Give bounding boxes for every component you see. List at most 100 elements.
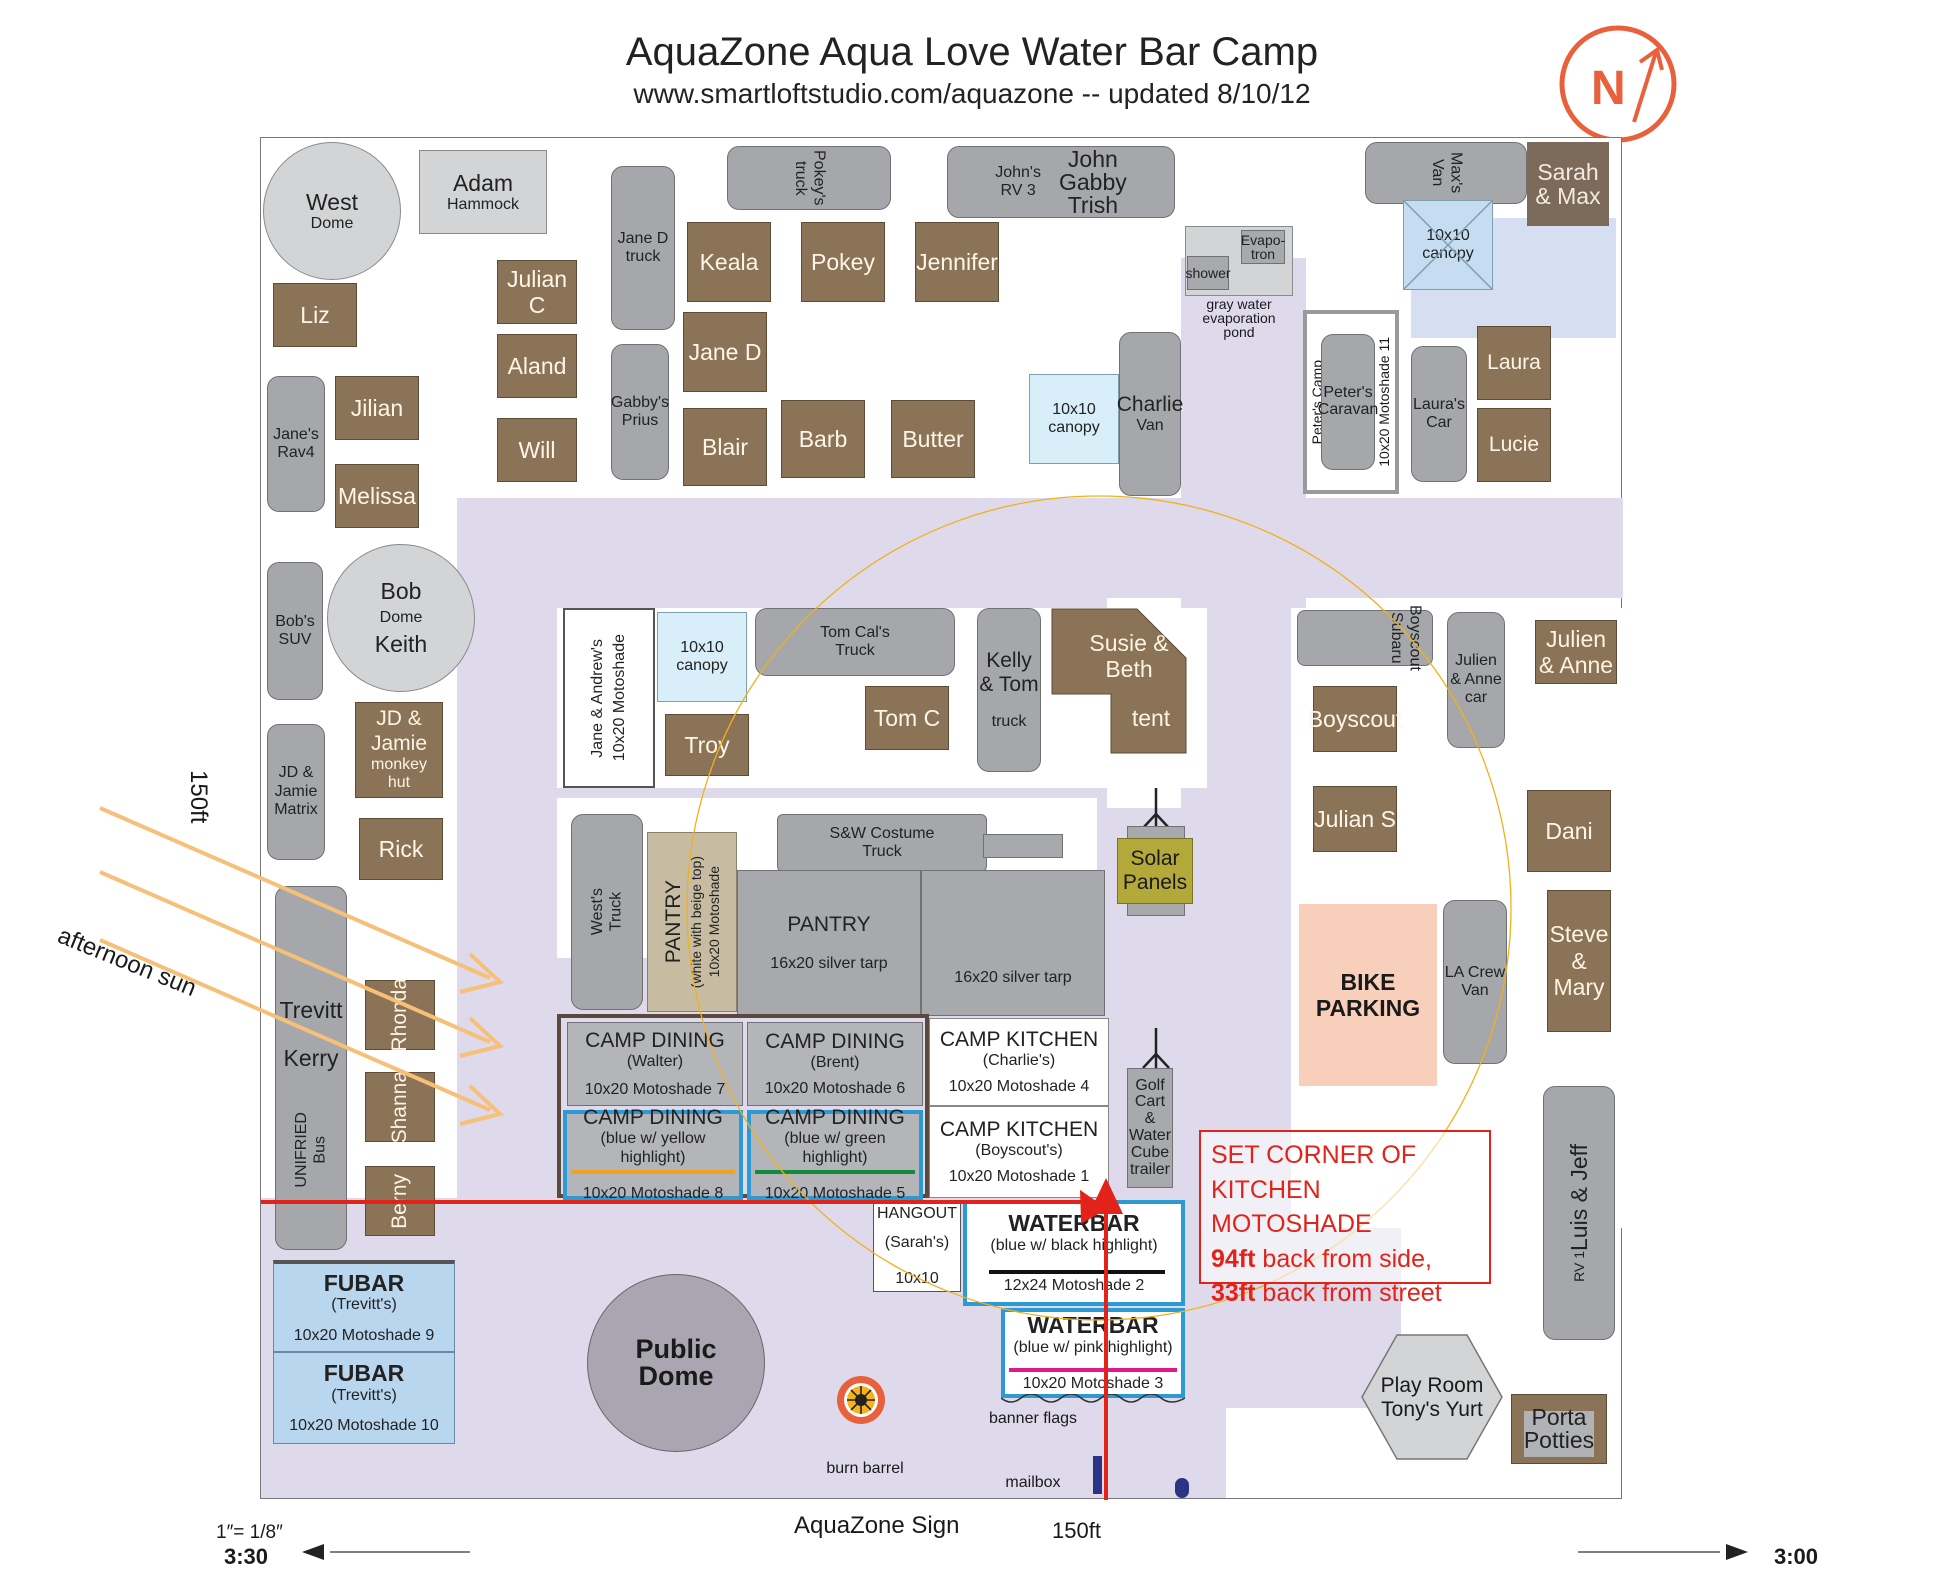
mailbox-icon	[1175, 1478, 1189, 1498]
north-compass-icon: N	[1556, 22, 1686, 152]
side-dimension-label: 150ft	[185, 770, 212, 824]
antenna-icon	[1141, 788, 1171, 828]
black-highlight	[989, 1270, 1165, 1274]
sw-costume-truck: S&W Costume Truck	[777, 814, 987, 872]
ne-canopy-x-icon	[1403, 200, 1493, 290]
la-crew-van: LA Crew Van	[1443, 900, 1507, 1064]
lauras-car: Laura's Car	[1411, 346, 1467, 482]
afternoon-sun-label: afternoon sun	[53, 922, 201, 1003]
camp-tom-c: Tom C	[865, 686, 949, 750]
jd-jamie-matrix: JD & Jamie Matrix	[267, 724, 325, 860]
callout-line4: 33ft back from street	[1211, 1279, 1442, 1307]
canopy-10x10-north: 10x10 canopy	[1029, 374, 1119, 464]
green-highlight	[755, 1170, 915, 1174]
banner-flags-icon	[1001, 1394, 1185, 1406]
callout-line3: 94ft back from side,	[1211, 1244, 1432, 1273]
camp-julian-s: Julian S	[1313, 786, 1397, 852]
camp-julian-c: Julian C	[497, 260, 577, 324]
canopy-10x10-center: 10x10 canopy	[657, 612, 747, 702]
time-left-label: 3:30	[224, 1544, 269, 1569]
camp-berny: Berny	[365, 1166, 435, 1236]
camp-liz: Liz	[273, 283, 357, 347]
bobs-suv: Bob's SUV	[267, 562, 323, 700]
tonys-yurt-shape	[1361, 1334, 1503, 1460]
camp-julien-anne: Julien & Anne	[1535, 620, 1617, 684]
camp-rhonda: Rhonda	[365, 978, 435, 1052]
camp-dining-brent: CAMP DINING(Brent)10x20 Motoshade 6	[747, 1022, 923, 1106]
camp-susie-beth: Susie & Beth	[1089, 629, 1169, 682]
evapotron: Evapo- tron	[1240, 230, 1286, 264]
camp-will: Will	[497, 418, 577, 482]
camp-butter: Butter	[891, 400, 975, 478]
janes-rav4: Jane's Rav4	[267, 376, 325, 512]
map-subtitle: www.smartloftstudio.com/aquazone -- upda…	[633, 78, 1311, 109]
camp-dining-green: CAMP DINING(blue w/ green highlight) 10x…	[747, 1106, 923, 1202]
wests-truck: West's Truck	[571, 814, 643, 1010]
bottom-dimension-label: 150ft	[1052, 1518, 1101, 1543]
gray-water-label: gray water evaporation pond	[1202, 296, 1276, 340]
callout-line1: SET CORNER OF	[1211, 1141, 1417, 1169]
bike-parking-area: BIKE PARKING	[1299, 904, 1437, 1086]
johns-rv: John's RV 3 John Gabby Trish	[947, 146, 1175, 218]
camp-jennifer: Jennifer	[915, 222, 999, 302]
camp-kitchen-boyscout: CAMP KITCHEN(Boyscout's)10x20 Motoshade …	[929, 1106, 1109, 1198]
fubar-motoshade-10: FUBAR(Trevitt's)10x20 Motoshade 10	[273, 1352, 455, 1444]
maxs-van: Max's Van	[1365, 142, 1527, 204]
yellow-highlight	[571, 1170, 735, 1174]
camp-aland: Aland	[497, 334, 577, 398]
camp-dani: Dani	[1527, 790, 1611, 872]
jane-d-truck: Jane D truck	[611, 166, 675, 330]
gabbys-prius: Gabby's Prius	[611, 344, 669, 480]
fubar-motoshade-9: FUBAR(Trevitt's)10x20 Motoshade 9	[273, 1260, 455, 1352]
mailbox-label: mailbox	[1005, 1473, 1061, 1491]
banner-flags-label: banner flags	[988, 1409, 1078, 1427]
play-room-tonys-yurt: Play Room Tony's Yurt	[1380, 1373, 1484, 1421]
camp-troy: Troy	[665, 714, 749, 776]
pantry-motoshade: PANTRY(white with beige top)10x20 Motosh…	[647, 832, 737, 1012]
golf-cart-antenna-icon	[1141, 1028, 1171, 1068]
porta-potties-inner	[1524, 1411, 1594, 1457]
camp-kitchen-charlie: CAMP KITCHEN(Charlie's)10x20 Motoshade 4	[929, 1018, 1109, 1106]
map-title: AquaZone Aqua Love Water Bar Camp	[625, 30, 1319, 74]
public-dome: Public Dome	[587, 1274, 765, 1452]
camp-jane-d: Jane D	[683, 312, 767, 392]
tom-cals-truck: Tom Cal's Truck	[755, 608, 955, 676]
tent-label: tent	[1131, 704, 1171, 731]
waterbar-pink: WATERBAR(blue w/ pink highlight) 10x20 M…	[1001, 1308, 1185, 1398]
hangout-sarahs: HANGOUT(Sarah's)10x10	[873, 1202, 961, 1292]
camp-melissa: Melissa	[335, 464, 419, 528]
scale-label: 1″= 1/8″	[216, 1522, 283, 1543]
burn-barrel-icon	[835, 1374, 887, 1426]
golf-cart-trailer: Golf Cart & Water Cube trailer	[1127, 1068, 1173, 1188]
sw-truck-hitch	[983, 834, 1063, 858]
pokeys-truck: Pokey's truck	[727, 146, 891, 210]
shower: shower	[1185, 256, 1231, 290]
peters-caravan: Peter's Caravan	[1318, 334, 1378, 470]
time-right-label: 3:00	[1774, 1544, 1819, 1569]
camp-shanna: Shanna	[365, 1071, 435, 1143]
solar-panels: Solar Panels	[1117, 838, 1193, 904]
camp-blair: Blair	[683, 408, 767, 486]
compass-letter: N	[1591, 62, 1626, 115]
motoshade-11-label: 10x20 Motoshade 11	[1375, 337, 1392, 467]
camp-pokey: Pokey	[801, 222, 885, 302]
burn-barrel-label: burn barrel	[826, 1459, 904, 1477]
callout-line2: KITCHEN MOTOSHADE	[1211, 1175, 1372, 1239]
porta-potties: Porta Potties	[1511, 1394, 1607, 1464]
boyscout-subaru: Boyscout Subaru	[1297, 605, 1433, 671]
kitchen-corner-callout: SET CORNER OF KITCHEN MOTOSHADE 94ft bac…	[1199, 1130, 1491, 1307]
camp-steve-mary: Steve & Mary	[1547, 890, 1611, 1032]
silver-tarp-2: 16x20 silver tarp	[921, 870, 1105, 1016]
aquazone-sign-label: AquaZone Sign	[794, 1512, 960, 1539]
camp-dining-walter: CAMP DINING(Walter)10x20 Motoshade 7	[567, 1022, 743, 1106]
